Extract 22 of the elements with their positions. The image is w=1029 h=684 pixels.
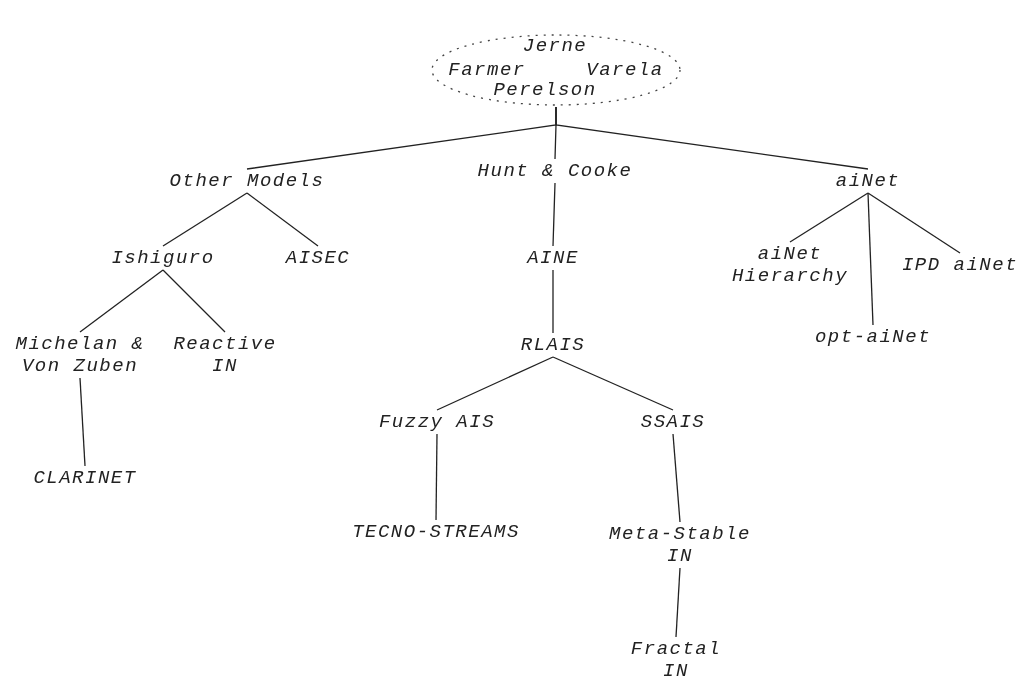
connector-line <box>552 182 556 247</box>
name-label: Jerne <box>522 35 588 57</box>
connector-line <box>436 356 554 411</box>
connector-line <box>246 192 319 247</box>
name-label: Perelson <box>493 79 597 101</box>
connector-line <box>867 192 961 254</box>
connector-line <box>555 106 869 170</box>
tree-node-label: Ishiguro <box>110 247 216 269</box>
connector-line <box>79 269 164 333</box>
name-label: Varela <box>586 59 664 81</box>
connector-line <box>867 192 874 326</box>
connector-line <box>162 192 248 247</box>
connector-line <box>162 269 226 333</box>
connector-line <box>79 377 86 467</box>
name-label: Farmer <box>448 59 526 81</box>
connector-line <box>552 269 554 334</box>
connector-line <box>672 433 681 523</box>
connector-line <box>435 433 438 521</box>
connector-line <box>675 567 681 638</box>
dotted-ellipse <box>431 34 681 106</box>
connector-line <box>789 192 869 243</box>
connector-line <box>552 356 674 411</box>
